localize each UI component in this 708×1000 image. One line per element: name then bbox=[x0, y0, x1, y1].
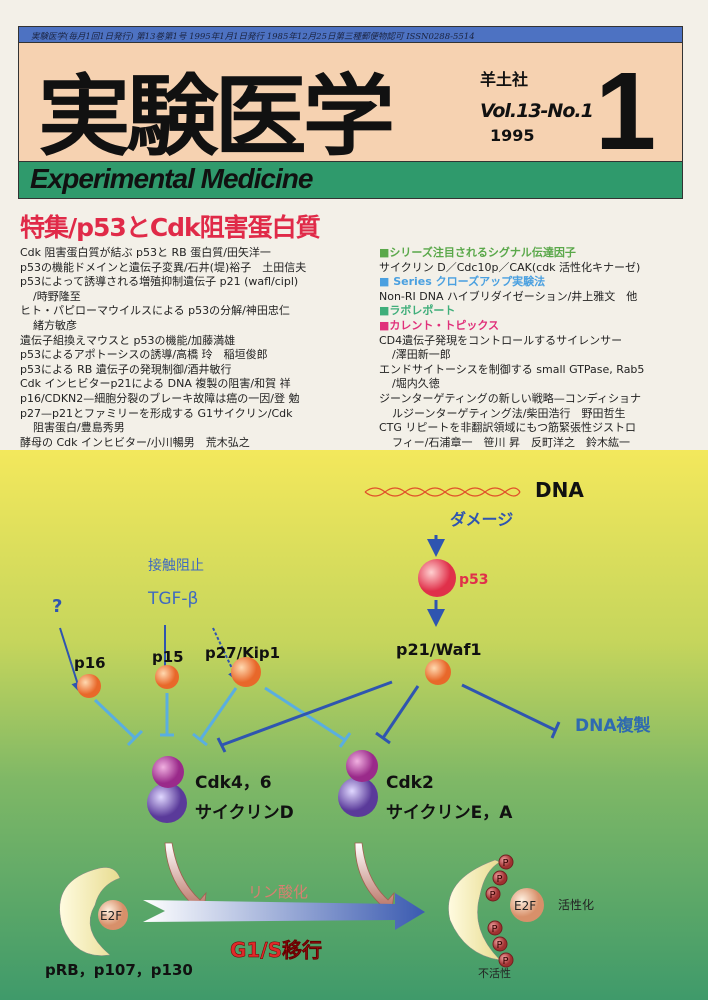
article-line: ヒト・パピローマウイルスによる p53の分解/神田忠仁 bbox=[20, 304, 290, 318]
article-line: Cdk インヒビターp21による DNA 複製の阻害/和賀 祥 bbox=[20, 377, 291, 391]
cdk46-sphere bbox=[152, 756, 184, 788]
e2f-free bbox=[510, 888, 544, 922]
info-strip: 実験医学(毎月1回1日発行) 第13巻第1号 1995年1月1日発行 1985年… bbox=[18, 26, 683, 43]
magazine-title: 実験医学 bbox=[38, 65, 395, 168]
p21-node bbox=[425, 659, 451, 685]
phosphate-icon bbox=[492, 870, 508, 886]
section-heading: ■カレント・トピックス bbox=[379, 318, 500, 332]
english-title: Experimental Medicine bbox=[30, 163, 313, 194]
article-line: p53による RB 遺伝子の発現制御/酒井敏行 bbox=[20, 362, 232, 376]
article-line: p16/CDKN2—細胞分裂のブレーキ故障は癌の一因/登 勉 bbox=[20, 391, 300, 405]
tgf-beta-label: TGF-β bbox=[147, 589, 198, 609]
article-line: /堀内久徳 bbox=[392, 377, 440, 391]
section-heading: ■ラボレポート bbox=[379, 304, 456, 318]
cyclin-d-sphere bbox=[147, 783, 187, 823]
e2f-bound bbox=[98, 900, 128, 930]
volume: Vol.13-No.1 bbox=[480, 100, 594, 122]
feature-title: 特集/p53とCdk阻害蛋白質 bbox=[20, 213, 321, 242]
p53-node bbox=[418, 559, 456, 597]
article-line: 遺伝子組換えマウスと p53の機能/加藤満雄 bbox=[20, 333, 236, 347]
issue-number: 1 bbox=[595, 50, 657, 173]
e2f-label-right: E2F bbox=[514, 899, 536, 913]
year: 1995 bbox=[490, 126, 535, 145]
g1s-transition-label: G1/S移行 bbox=[230, 938, 322, 962]
phosphate-icon bbox=[485, 886, 501, 902]
article-line: エンドサイトーシスを制御する small GTPase, Rab5 bbox=[379, 362, 645, 376]
phosphate-label: P bbox=[497, 940, 503, 951]
section-heading: ■シリーズ注目されるシグナル伝達因子 bbox=[379, 246, 576, 259]
dna-replication-label: DNA複製 bbox=[575, 715, 651, 736]
article-line: 酵母の Cdk インヒビター/小川暢男 荒木弘之 bbox=[20, 435, 250, 449]
phosphate-icon bbox=[492, 936, 508, 952]
cyclin-d-label: サイクリンD bbox=[195, 803, 294, 823]
prb-protein-right bbox=[448, 859, 501, 961]
article-line: CD4遺伝子発現をコントロールするサイレンサー bbox=[379, 333, 623, 347]
article-line: Non-RI DNA ハイブリダイゼーション/井上雅文 他 bbox=[379, 289, 638, 303]
contact-inhibition-label: 接触阻止 bbox=[148, 557, 204, 574]
cyclin-ea-label: サイクリンE，A bbox=[386, 803, 513, 823]
phosphate-label: P bbox=[497, 874, 503, 885]
article-line: フィー/石浦章一 笹川 昇 反町洋之 鈴木紘一 bbox=[392, 435, 630, 449]
p53-label: p53 bbox=[459, 572, 489, 588]
dna-helix-icon bbox=[364, 487, 521, 497]
p27-node bbox=[231, 657, 261, 687]
cyclin-ea-sphere bbox=[338, 777, 378, 817]
inactive-label: 不活性 bbox=[478, 966, 511, 980]
article-line: ジーンターゲティングの新しい戦略—コンディショナ bbox=[379, 391, 642, 405]
prb-protein-left bbox=[59, 867, 121, 956]
phosphate-label: P bbox=[503, 858, 509, 869]
phosphate-icon bbox=[498, 854, 514, 870]
article-line: p27—p21とファミリーを形成する G1サイクリン/Cdk bbox=[20, 406, 293, 420]
article-line: /澤田新一郎 bbox=[392, 348, 451, 362]
masthead bbox=[18, 43, 683, 161]
p21-label: p21/Waf1 bbox=[396, 640, 482, 659]
light-inhibition-lines bbox=[93, 686, 352, 748]
phosphate-label: P bbox=[492, 924, 498, 935]
section-heading: ■ Series クローズアップ実験法 bbox=[379, 275, 546, 289]
phosphate-label: P bbox=[503, 956, 509, 967]
article-line: p53によって誘導される増殖抑制遺伝子 p21 (wafl/cipl) bbox=[20, 275, 299, 289]
p27-label: p27/Kip1 bbox=[205, 644, 280, 662]
p16-label: p16 bbox=[74, 654, 106, 672]
p15-node bbox=[155, 665, 179, 689]
active-label: 活性化 bbox=[558, 898, 594, 912]
subtitle-band bbox=[18, 161, 683, 199]
article-line: 緒方敏彦 bbox=[33, 318, 77, 332]
article-line: /時野隆至 bbox=[33, 289, 81, 303]
sections-list: ■シリーズ注目されるシグナル伝達因子サイクリン D／Cdc10p／CAK(cdk… bbox=[379, 246, 644, 450]
article-line: Cdk 阻害蛋白質が結ぶ p53と RB 蛋白質/田矢洋一 bbox=[20, 246, 271, 259]
phosphate-icon bbox=[498, 952, 514, 968]
dna-label: DNA bbox=[535, 478, 584, 502]
prb-label: pRB，p107，p130 bbox=[45, 961, 193, 979]
unknown-signal-label: ? bbox=[52, 596, 62, 617]
p16-node bbox=[77, 674, 101, 698]
publisher: 羊土社 bbox=[480, 70, 529, 89]
progression-arrow bbox=[143, 893, 425, 930]
article-line: サイクリン D／Cdc10p／CAK(cdk 活性化キナーゼ) bbox=[379, 260, 641, 274]
p15-label: p15 bbox=[152, 648, 184, 666]
damage-label: ダメージ bbox=[450, 510, 513, 529]
cdk2-label: Cdk2 bbox=[386, 773, 434, 793]
article-line: p53によるアポトーシスの誘導/高橋 玲 稲垣俊郎 bbox=[20, 348, 268, 362]
article-line: p53の機能ドメインと遺伝子変異/石井(堤)裕子 土田信夫 bbox=[20, 260, 307, 274]
dark-inhibition-lines bbox=[216, 680, 561, 753]
phosphorylation-label: リン酸化 bbox=[248, 883, 308, 901]
e2f-label-left: E2F bbox=[100, 909, 122, 923]
article-line: CTG リピートを非翻訳領域にもつ筋緊張性ジストロ bbox=[379, 421, 636, 435]
article-line: 阻害蛋白/豊島秀男 bbox=[33, 421, 125, 435]
article-line: ルジーンターゲティング法/柴田浩行 野田哲生 bbox=[392, 406, 626, 420]
phosphate-icon bbox=[487, 920, 503, 936]
cdk46-label: Cdk4，6 bbox=[195, 773, 272, 793]
phosphate-label: P bbox=[490, 890, 496, 901]
cdk2-sphere bbox=[346, 750, 378, 782]
